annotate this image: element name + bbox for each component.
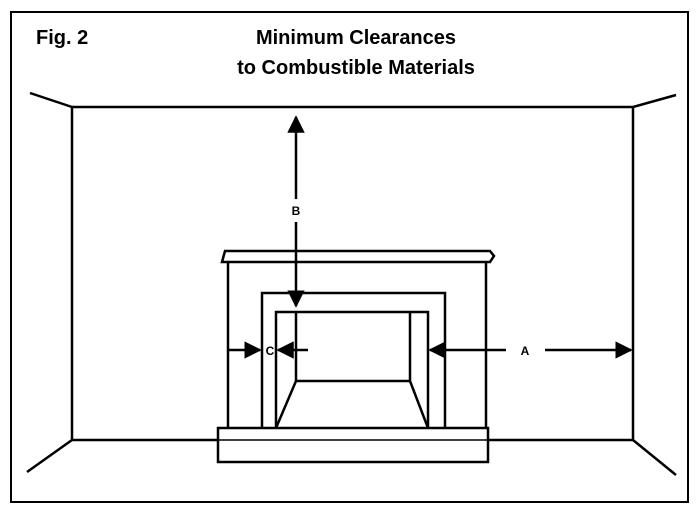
dimension-a: A: [428, 341, 633, 359]
figure-number: Fig. 2: [36, 27, 88, 49]
figure-title-line1: Minimum Clearances: [256, 27, 456, 49]
dimension-b-label: B: [292, 204, 301, 218]
room-walls: [26, 91, 677, 476]
figure-border: [10, 11, 689, 503]
dimension-c: C: [228, 341, 308, 359]
dimension-c-label: C: [266, 344, 275, 358]
dimension-a-label: A: [521, 344, 530, 358]
fireplace: [216, 249, 496, 464]
figure-title-line2: to Combustible Materials: [237, 57, 475, 79]
dimension-b: B: [287, 115, 305, 308]
